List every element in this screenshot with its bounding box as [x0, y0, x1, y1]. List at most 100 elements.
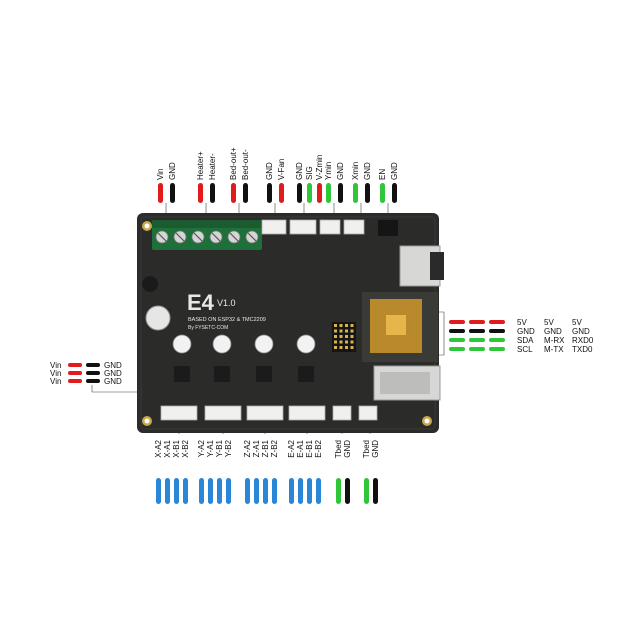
right-wire-black — [449, 329, 465, 333]
header-pin — [334, 335, 337, 338]
electrolytic-capacitor — [142, 276, 158, 292]
bottom-wire-green — [336, 478, 341, 504]
bottom-wire-blue — [156, 478, 161, 504]
board-version: V1.0 — [217, 298, 236, 308]
z-motor-connector — [246, 405, 284, 421]
top-pin-label: GND — [168, 162, 177, 180]
left-pin-label: GND — [104, 361, 122, 370]
bottom-pin-label: X-B1 — [172, 439, 181, 457]
right-wire-green — [469, 347, 485, 351]
top-wire-black — [170, 183, 175, 203]
esp32-module — [362, 292, 438, 362]
header-pin — [345, 346, 348, 349]
top-pin-label: Heater+ — [196, 151, 205, 180]
bottom-wire-black — [345, 478, 350, 504]
bottom-wire-blue — [263, 478, 268, 504]
bottom-wire-blue — [245, 478, 250, 504]
driver-potentiometer — [254, 334, 274, 354]
top-pin-label: GND — [265, 162, 274, 180]
right-pin-label: 5V — [572, 318, 582, 327]
top-pin-label: GND — [390, 162, 399, 180]
top-wire-red — [198, 183, 203, 203]
top-wire-black — [365, 183, 370, 203]
header-pin — [345, 329, 348, 333]
top-pin-label: GND — [363, 162, 372, 180]
header-pin — [339, 324, 343, 327]
left-wire-red — [68, 371, 82, 375]
header-pin — [339, 335, 343, 338]
bottom-pin-label: Z-B2 — [270, 439, 279, 457]
top-wire-green — [326, 183, 331, 203]
left-pin-label: GND — [104, 377, 122, 386]
bottom-pin-label: Tbed — [334, 440, 343, 458]
top-wire-red — [317, 183, 322, 203]
header-pin — [334, 340, 337, 344]
header-pin — [350, 335, 354, 338]
bottom-pin-label: X-B2 — [181, 439, 190, 457]
pcb-outline — [137, 213, 439, 433]
top-pin-label: Xmin — [351, 162, 360, 180]
bottom-pin-label: Y-A2 — [197, 439, 206, 457]
bottom-wire-blue — [316, 478, 321, 504]
bottom-pin-label: Z-A2 — [243, 439, 252, 457]
top-wire-black — [392, 183, 397, 203]
right-pin-label: RXD0 — [572, 336, 594, 345]
bottom-pin-label: E-B1 — [305, 439, 314, 457]
header-pin — [350, 329, 354, 333]
capacitor — [145, 305, 171, 331]
bottom-pin-label: E-A1 — [296, 439, 305, 457]
right-wire-green — [449, 347, 465, 351]
bottom-wire-blue — [307, 478, 312, 504]
top-wire-red — [158, 183, 163, 203]
en-connector — [378, 220, 398, 236]
top-pin-label: GND — [295, 162, 304, 180]
board-maker: By FYSETC-COM — [188, 325, 228, 331]
bottom-pin-label: Y-B1 — [215, 439, 224, 457]
zmin-connector — [289, 219, 317, 235]
header-pin — [345, 324, 348, 327]
bottom-pin-label: GND — [371, 440, 380, 458]
right-wire-green — [449, 338, 465, 342]
board-based-on: BASED ON ESP32 & TMC2209 — [188, 317, 266, 323]
header-pin — [345, 335, 348, 338]
left-pin-label: GND — [104, 369, 122, 378]
driver-chip — [214, 366, 230, 382]
top-pin-label: V-Zmin — [315, 155, 324, 180]
top-pin-label: Vin — [156, 169, 165, 180]
top-pin-label: V-Fan — [277, 159, 286, 180]
right-pin-label: GND — [544, 327, 562, 336]
driver-chip — [174, 366, 190, 382]
top-pin-label: Bed-out- — [241, 149, 250, 180]
bottom-wire-blue — [289, 478, 294, 504]
bottom-pin-label: X-A1 — [163, 439, 172, 457]
top-wire-red — [231, 183, 236, 203]
bottom-wire-green — [364, 478, 369, 504]
bottom-wire-blue — [199, 478, 204, 504]
top-wire-red — [279, 183, 284, 203]
x-motor-connector — [160, 405, 198, 421]
header-pin — [339, 346, 343, 349]
top-pin-label: Heater- — [208, 153, 217, 180]
bottom-pin-label: E-B2 — [314, 439, 323, 457]
board-model: E4 — [187, 290, 215, 315]
bottom-wire-blue — [217, 478, 222, 504]
bottom-pin-label: GND — [343, 440, 352, 458]
left-wire-black — [86, 379, 100, 383]
top-pin-label: Ymin — [324, 162, 333, 180]
top-wire-black — [267, 183, 272, 203]
right-pin-label: SDA — [517, 336, 534, 345]
e-motor-connector — [288, 405, 326, 421]
fan-connector — [261, 219, 287, 235]
header-pin — [334, 346, 337, 349]
right-wire-red — [469, 320, 485, 324]
right-pin-label: GND — [517, 327, 535, 336]
top-wire-black — [243, 183, 248, 203]
bottom-wire-blue — [174, 478, 179, 504]
xmin-connector — [343, 219, 365, 235]
right-pin-label: SCL — [517, 345, 533, 354]
bottom-pin-label: Z-A1 — [252, 439, 261, 457]
